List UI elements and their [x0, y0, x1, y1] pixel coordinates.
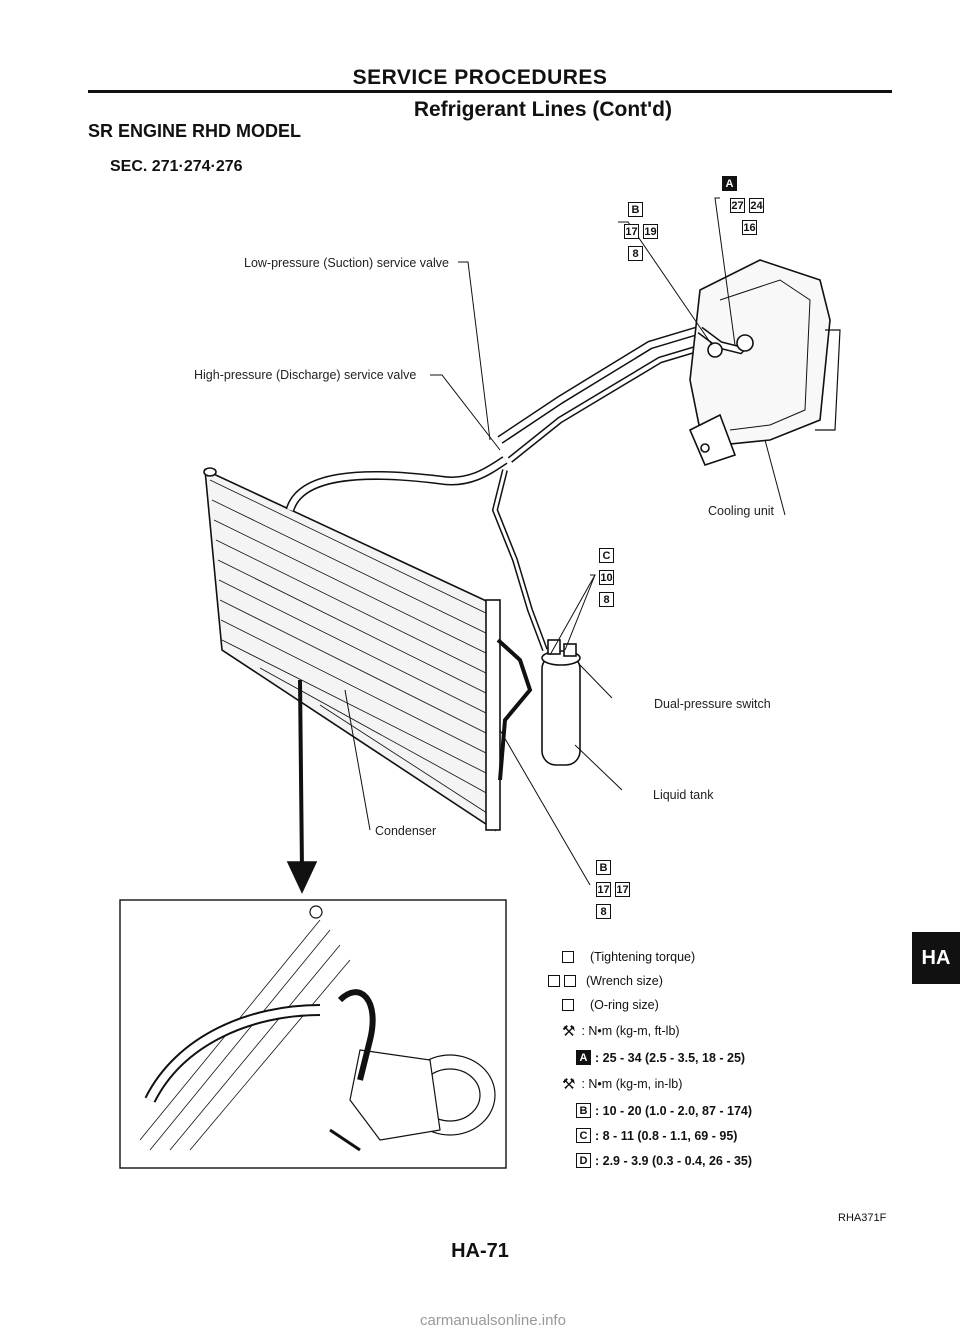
callout-bottom: B 17 17 8: [596, 858, 634, 920]
wrench-size-badge: 24: [749, 198, 764, 213]
legend: (Tightening torque) (Wrench size) (O-rin…: [548, 950, 752, 1168]
square-icon: [562, 951, 574, 963]
legend-c: C : 8 - 11 (0.8 - 1.1, 69 - 95): [576, 1128, 752, 1143]
torque-wrench-icon: ⚒: [562, 1023, 576, 1040]
torque-letter-badge: B: [628, 202, 643, 217]
high-pressure-valve-label: High-pressure (Discharge) service valve: [194, 368, 417, 382]
compressor-detail-drawing: [139, 905, 496, 1152]
liquid-tank-label: Liquid tank: [653, 788, 714, 802]
torque-wrench-icon: ⚒: [562, 1076, 576, 1093]
callout-top-left: B 17 19 8: [624, 200, 662, 262]
torque-letter-badge: A: [722, 176, 737, 191]
cooling-unit-label: Cooling unit: [708, 504, 775, 518]
wrench-size-badge: 17: [624, 224, 639, 239]
wrench-size-badge: 17: [596, 882, 611, 897]
cooling-unit-drawing: [688, 259, 841, 466]
oring-size-badge: 8: [599, 592, 614, 607]
model-heading: SR ENGINE RHD MODEL: [88, 121, 302, 141]
page-title: SERVICE PROCEDURES: [352, 66, 608, 89]
oring-size-badge: 16: [742, 220, 757, 235]
legend-a: A : 25 - 34 (2.5 - 3.5, 18 - 25): [576, 1050, 752, 1065]
legend-tightening: (Tightening torque): [562, 950, 752, 964]
callout-middle: C 10 8: [599, 546, 618, 608]
callout-top-right: A 27 24 16: [722, 174, 768, 236]
wrench-size-badge: 19: [643, 224, 658, 239]
wrench-size-badge: 17: [615, 882, 630, 897]
low-pressure-valve-label: Low-pressure (Suction) service valve: [244, 256, 449, 270]
wrench-size-badge: 10: [599, 570, 614, 585]
legend-oring: (O-ring size): [562, 998, 752, 1012]
figure-reference: RHA371F: [838, 1212, 887, 1224]
compressor-detail-box: [119, 899, 507, 1169]
header-rule: [88, 90, 892, 93]
torque-letter-badge: B: [596, 860, 611, 875]
condenser-drawing: [203, 467, 501, 832]
square-icon: [548, 975, 560, 987]
page-number: HA-71: [451, 1240, 509, 1262]
section-tab: HA: [912, 932, 960, 984]
square-icon: [564, 975, 576, 987]
torque-letter-badge: C: [599, 548, 614, 563]
legend-unit-in-lb: ⚒ : N•m (kg-m, in-lb): [562, 1076, 683, 1093]
watermark: carmanualsonline.info: [420, 1312, 566, 1329]
dual-pressure-switch-label: Dual-pressure switch: [654, 697, 771, 711]
condenser-label: Condenser: [375, 824, 437, 838]
oring-size-badge: 8: [628, 246, 643, 261]
wrench-size-badge: 27: [730, 198, 745, 213]
square-icon: [562, 999, 574, 1011]
page-subtitle: Refrigerant Lines (Cont'd): [413, 98, 672, 121]
legend-unit-ft-lb: ⚒ : N•m (kg-m, ft-lb): [562, 1023, 680, 1040]
oring-size-badge: 8: [596, 904, 611, 919]
legend-wrench: (Wrench size): [548, 974, 752, 988]
legend-b: B : 10 - 20 (1.0 - 2.0, 87 - 174): [576, 1103, 752, 1118]
section-number: SEC. 271·274·276: [110, 158, 243, 175]
liquid-tank-drawing: [541, 639, 581, 766]
legend-d: D : 2.9 - 3.9 (0.3 - 0.4, 26 - 35): [576, 1153, 752, 1168]
